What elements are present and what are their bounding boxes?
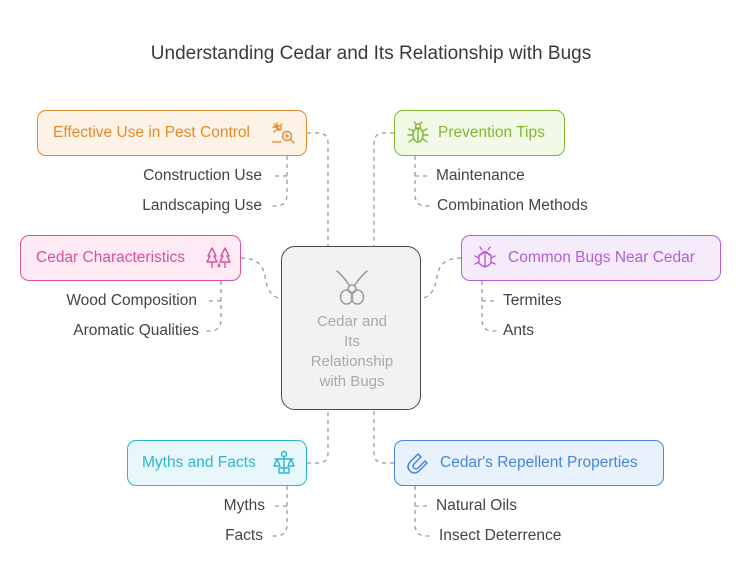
topic-characteristics: Cedar Characteristics xyxy=(20,235,241,281)
trees-icon xyxy=(206,245,232,271)
sub-insect-deterrence: Insect Deterrence xyxy=(439,527,562,544)
connector-myths xyxy=(307,410,329,464)
magnet-icon xyxy=(404,451,430,477)
sub-myths: Myths xyxy=(223,497,265,514)
center-label-line: Its xyxy=(344,333,360,350)
diagram-title: Understanding Cedar and Its Relationship… xyxy=(150,43,592,64)
scales-person-icon xyxy=(271,450,297,476)
connector-myths-sub xyxy=(272,486,288,537)
topic-repellent-label: Cedar's Repellent Properties xyxy=(440,454,638,471)
bug-antenna-icon xyxy=(334,267,370,309)
sub-landscaping-use: Landscaping Use xyxy=(142,197,262,214)
connector-prevention xyxy=(373,132,394,246)
topic-characteristics-label: Cedar Characteristics xyxy=(36,249,186,266)
connector-oils xyxy=(414,486,430,537)
topic-pest-control-label: Effective Use in Pest Control xyxy=(53,124,250,141)
beetle-icon xyxy=(472,245,498,271)
sub-aromatic-qualities: Aromatic Qualities xyxy=(73,322,199,339)
center-label-line: Cedar and xyxy=(316,313,388,330)
bug-icon xyxy=(405,120,431,146)
connector-construction xyxy=(272,140,288,207)
sub-facts: Facts xyxy=(225,527,263,544)
topic-repellent: Cedar's Repellent Properties xyxy=(394,440,664,486)
topic-prevention: Prevention Tips xyxy=(394,110,565,156)
topic-pest-control: Effective Use in Pest Control xyxy=(37,110,307,156)
sub-maintenance: Maintenance xyxy=(436,167,525,184)
connector-characteristics xyxy=(240,257,282,299)
sub-wood-composition: Wood Composition xyxy=(66,292,197,309)
connector-pest-control xyxy=(307,132,329,246)
connector-termites xyxy=(481,281,497,332)
connector-common-bugs xyxy=(420,257,462,299)
center-label: Cedar and Its Relationship with Bugs xyxy=(282,312,422,392)
topic-common-bugs-label: Common Bugs Near Cedar xyxy=(508,249,695,266)
connector-wood xyxy=(206,281,222,332)
connector-repellent xyxy=(373,410,394,464)
sub-ants: Ants xyxy=(503,322,535,339)
center-node: Cedar and Its Relationship with Bugs xyxy=(281,246,421,410)
topic-myths: Myths and Facts xyxy=(127,440,307,486)
topic-myths-label: Myths and Facts xyxy=(142,454,256,471)
center-label-line: with Bugs xyxy=(319,373,385,390)
center-label-line: Relationship xyxy=(310,353,394,370)
sub-termites: Termites xyxy=(503,292,562,309)
pest-search-icon xyxy=(270,120,296,146)
topic-common-bugs: Common Bugs Near Cedar xyxy=(461,235,721,281)
connector-maintenance xyxy=(414,156,430,207)
topic-prevention-label: Prevention Tips xyxy=(438,124,545,141)
sub-combination-methods: Combination Methods xyxy=(437,197,588,214)
sub-construction-use: Construction Use xyxy=(143,167,262,184)
sub-natural-oils: Natural Oils xyxy=(436,497,517,514)
